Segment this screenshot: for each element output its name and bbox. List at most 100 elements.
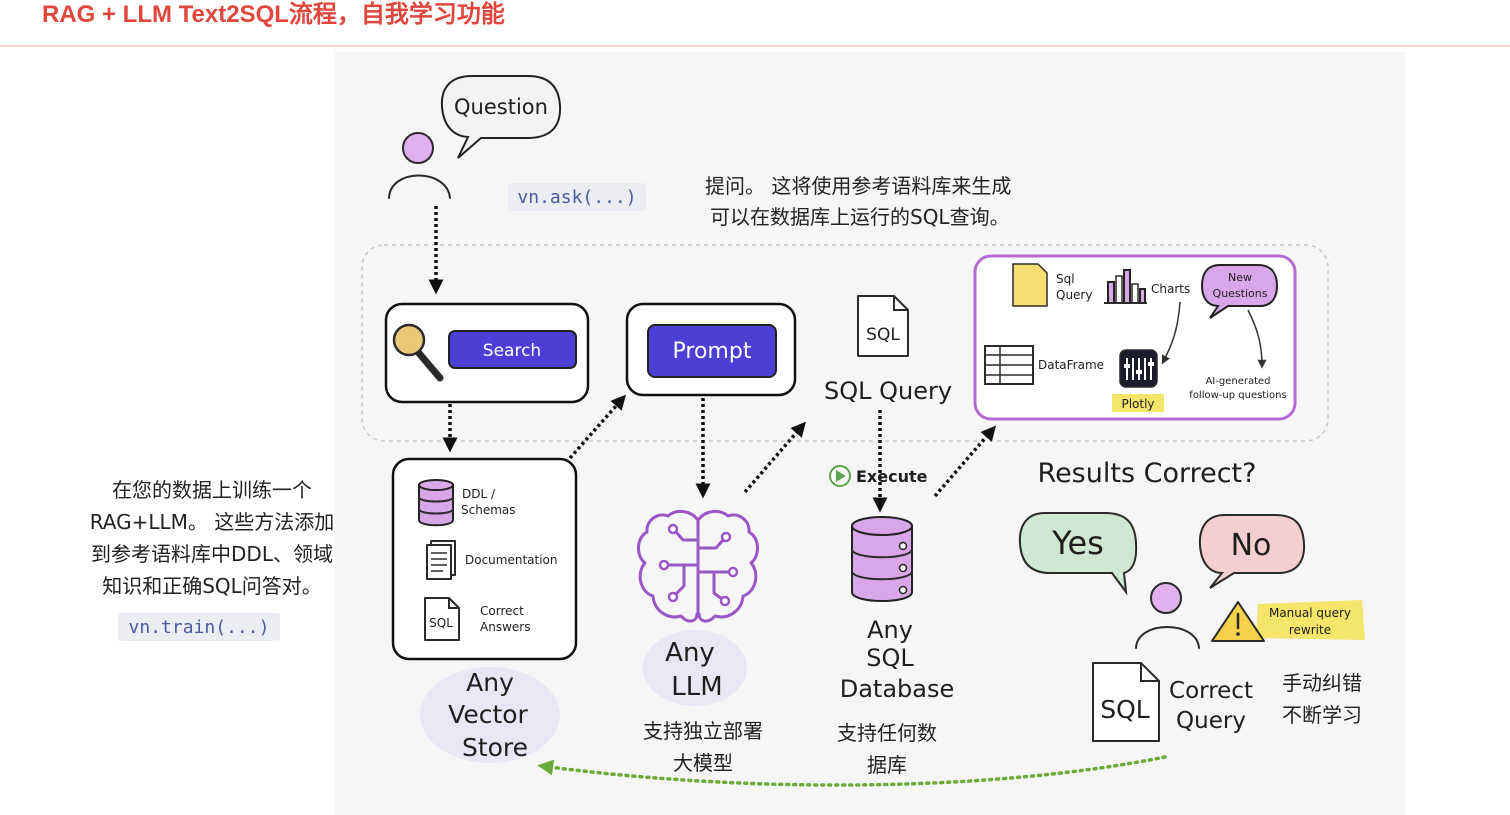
brain-node	[720, 531, 732, 543]
output-new-questions: New Questions	[1200, 264, 1279, 319]
ask-code: vn.ask(...)	[517, 187, 636, 208]
correct-query-line: Correct	[1169, 678, 1253, 704]
question-bubble: Question	[440, 75, 562, 159]
plotly-mark	[1136, 370, 1142, 374]
output-dataframe-label: DataFrame	[1038, 358, 1104, 372]
yes-text: Yes	[1051, 524, 1104, 562]
chart-bar	[1139, 288, 1146, 304]
train-description-line: RAG+LLM。 这些方法添加	[90, 510, 335, 534]
no-bubble-shape	[1198, 514, 1306, 589]
yes-bubble-shape	[1018, 512, 1138, 596]
db-light	[898, 563, 908, 573]
output-followup: AI-generated follow-up questions	[1189, 376, 1286, 401]
questions-to-followup-arrow	[1247, 309, 1267, 369]
brain-node	[719, 595, 731, 607]
search-button	[448, 330, 577, 369]
chart-bar	[1131, 283, 1139, 304]
llm-label-line: LLM	[671, 672, 722, 702]
flow-arrow-llm-to-sql-query	[743, 421, 806, 494]
charts-to-plotly-arrow	[1161, 301, 1181, 365]
manual-rewrite: Manual query rewrite	[1211, 600, 1365, 642]
sql-query-label: SQL Query	[824, 377, 952, 405]
chart-bar	[1107, 281, 1115, 304]
output-charts: Charts	[1104, 269, 1190, 304]
database-note-line: 支持任何数	[837, 721, 937, 745]
code-background	[508, 183, 646, 211]
outputs-panel: Sql Query Charts New Questions	[973, 254, 1297, 421]
llm-label-line: Any	[665, 638, 715, 668]
db-segment	[418, 496, 454, 503]
db-body	[851, 525, 913, 602]
output-sql-query-line: Sql	[1056, 272, 1075, 286]
db-light	[898, 585, 908, 595]
code-background	[118, 613, 280, 641]
execute-label: Execute	[829, 465, 928, 487]
train-description-line: 到参考语料库中DDL、领域	[91, 542, 333, 566]
brain-icon	[637, 510, 759, 623]
correct-sql-file-icon: SQL	[1092, 662, 1160, 742]
magnifier-handle	[414, 348, 444, 382]
train-description: 在您的数据上训练一个 RAG+LLM。 这些方法添加 到参考语料库中DDL、领域…	[90, 478, 335, 598]
brain-circuit	[674, 530, 700, 542]
correct-query-line: Query	[1176, 708, 1246, 734]
output-plotly-label: Plotly	[1121, 397, 1154, 411]
brain-circuit	[712, 570, 724, 601]
vector-store-label-line: Store	[462, 733, 528, 762]
new-questions-line: Questions	[1213, 287, 1268, 300]
results-correct-question: Results Correct?	[1038, 458, 1257, 489]
ask-code-label: vn.ask(...)	[508, 183, 646, 211]
dataframe-table-icon	[984, 345, 1034, 385]
new-questions-bubble	[1200, 264, 1279, 319]
ask-description-line: 提问。 这将使用参考语料库来生成	[705, 174, 1011, 198]
runtime-region	[361, 244, 1329, 442]
magnifier-lens	[392, 323, 426, 357]
output-sql-query-line: Query	[1056, 288, 1092, 302]
train-description-line: 知识和正确SQL问答对。	[102, 574, 322, 598]
warning-dot	[1236, 632, 1240, 636]
search-step: Search	[384, 302, 590, 404]
prompt-button-label: Prompt	[673, 339, 752, 364]
vector-item-line: Correct	[480, 604, 524, 618]
search-button-label: Search	[483, 341, 541, 361]
file-fold	[1140, 662, 1160, 682]
output-dataframe: DataFrame	[984, 345, 1104, 385]
self-learning-note-line: 手动纠错	[1282, 671, 1362, 695]
llm-label-highlight	[643, 630, 747, 706]
llm-note-line: 支持独立部署	[643, 719, 763, 743]
file-shape	[1092, 662, 1160, 742]
vector-item-line: DDL /	[462, 487, 496, 501]
sql-file-label: SQL	[866, 325, 900, 345]
manual-rewrite-line: Manual query	[1269, 606, 1351, 620]
plotly-mark	[1124, 364, 1130, 368]
llm-step: Any LLM 支持独立部署 大模型	[637, 510, 763, 775]
sql-file-label: SQL	[429, 616, 453, 630]
speech-bubble-shape	[440, 75, 562, 159]
file-fold	[893, 295, 909, 311]
no-text: No	[1231, 528, 1272, 563]
plotly-highlight	[1112, 394, 1164, 412]
output-charts-label: Charts	[1151, 282, 1190, 296]
train-description-line: 在您的数据上训练一个	[112, 478, 312, 502]
no-bubble: No	[1198, 514, 1306, 589]
play-icon-triangle	[836, 470, 846, 482]
file-fold	[448, 597, 460, 609]
brain-circuit	[696, 538, 725, 550]
database-step: Execute Any SQL Database 支持任何数 据库	[829, 465, 954, 777]
llm-note-line: 大模型	[673, 751, 733, 775]
chart-bar	[1123, 269, 1131, 304]
warning-icon	[1211, 601, 1265, 642]
manual-rewrite-highlight	[1256, 600, 1365, 640]
followup-line: AI-generated	[1205, 376, 1270, 387]
vector-store-label-line: Any	[466, 668, 514, 697]
brain-right-half	[697, 510, 759, 623]
db-body	[418, 484, 454, 527]
brain-circuit	[674, 563, 686, 596]
ask-description-line: 可以在数据库上运行的SQL查询。	[710, 205, 1010, 229]
flow-arrow-vector-store-to-prompt	[568, 394, 626, 460]
ask-description: 提问。 这将使用参考语料库来生成 可以在数据库上运行的SQL查询。	[705, 174, 1011, 229]
self-learning-note-line: 不断学习	[1282, 703, 1362, 727]
vector-store: DDL / Schemas Documentation SQL Correct …	[391, 457, 578, 763]
bar-chart-icon	[1104, 269, 1147, 304]
database-icon	[851, 516, 913, 602]
